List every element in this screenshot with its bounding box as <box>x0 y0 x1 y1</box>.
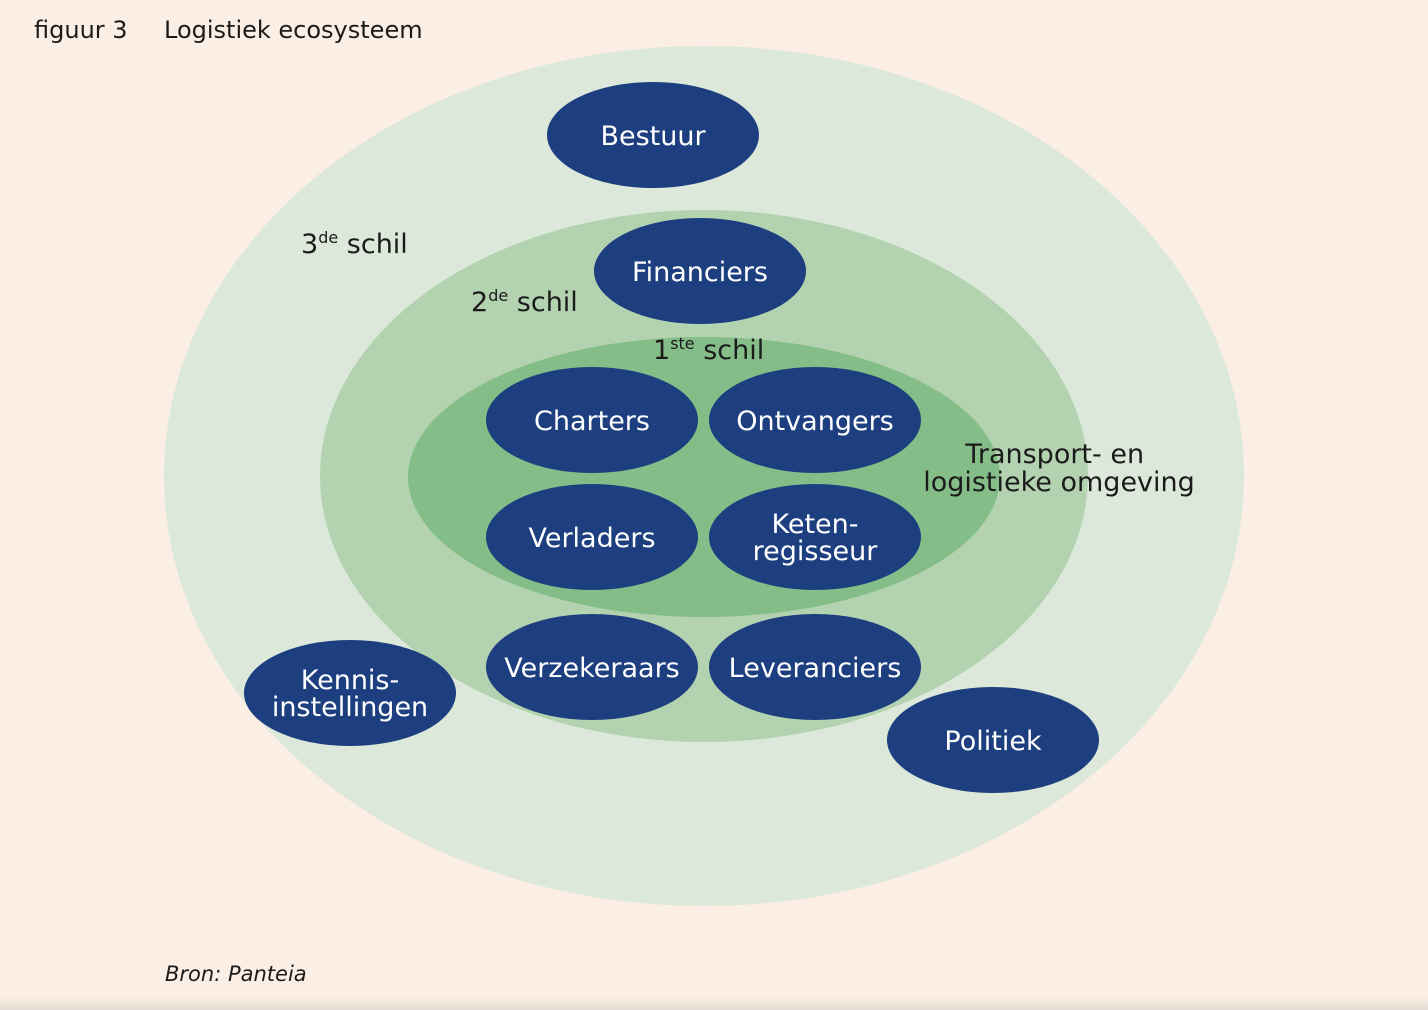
node-leveranciers: Leveranciers <box>709 614 921 720</box>
node-kennisinstellingen: Kennis- instellingen <box>244 640 456 746</box>
node-ketenregisseur: Keten- regisseur <box>709 484 921 590</box>
node-ontvangers: Ontvangers <box>709 367 921 473</box>
bottom-edge <box>0 996 1428 1010</box>
svg-text:Verzekeraars: Verzekeraars <box>504 653 680 684</box>
shell-2-label: 2de schil <box>471 286 578 318</box>
svg-text:regisseur: regisseur <box>753 536 879 567</box>
environment-label: Transport- en logistieke omgeving <box>923 439 1195 498</box>
source-caption: Bron: Panteia <box>165 962 307 986</box>
figure-title: Logistiek ecosysteem <box>164 16 423 44</box>
node-politiek: Politiek <box>887 687 1099 793</box>
svg-text:Kennis-: Kennis- <box>301 665 400 696</box>
svg-text:Financiers: Financiers <box>632 257 768 288</box>
svg-text:instellingen: instellingen <box>272 692 428 723</box>
svg-text:Ontvangers: Ontvangers <box>736 406 894 437</box>
svg-text:Charters: Charters <box>534 406 650 437</box>
node-bestuur: Bestuur <box>547 82 759 188</box>
node-verladers: Verladers <box>486 484 698 590</box>
node-verzekeraars: Verzekeraars <box>486 614 698 720</box>
node-financiers: Financiers <box>594 218 806 324</box>
figure-label: figuur 3 <box>34 16 128 44</box>
svg-text:Keten-: Keten- <box>771 509 858 540</box>
shell-3-label: 3de schil <box>301 228 408 260</box>
shell-1-ellipse <box>408 337 1000 617</box>
svg-text:Politiek: Politiek <box>944 726 1042 757</box>
svg-text:Leveranciers: Leveranciers <box>729 653 902 684</box>
svg-text:Verladers: Verladers <box>528 523 655 554</box>
shell-1-label: 1ste schil <box>653 334 764 366</box>
svg-text:Bestuur: Bestuur <box>600 121 706 152</box>
node-charters: Charters <box>486 367 698 473</box>
